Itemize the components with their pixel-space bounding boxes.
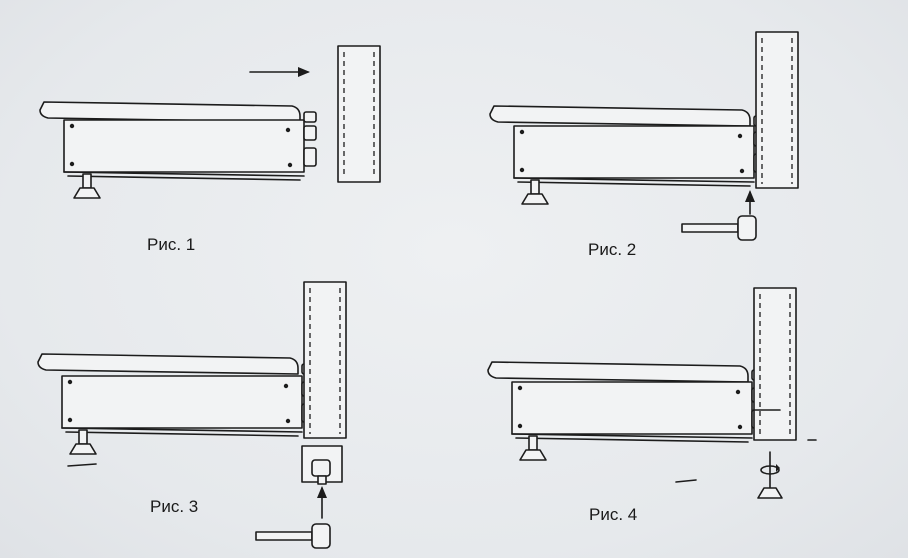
- heater-unit: [489, 105, 767, 187]
- heater-unit: [39, 101, 317, 181]
- wall-panel: [753, 287, 817, 441]
- figure-4: Рис. 4: [487, 287, 817, 524]
- move-arrow: [249, 67, 310, 77]
- figure-2: Рис. 2: [489, 31, 799, 259]
- bolt: [255, 486, 331, 549]
- adjustable-foot: [675, 451, 783, 499]
- figure-1: Рис. 1: [39, 45, 381, 254]
- caption-fig-3: Рис. 3: [150, 497, 198, 516]
- wall-panel: [755, 31, 799, 189]
- wall-panel: [303, 281, 347, 439]
- caption-fig-1: Рис. 1: [147, 235, 195, 254]
- figure-3: Рис. 3: [37, 281, 347, 549]
- support-foot: [519, 435, 547, 461]
- heater-unit: [37, 353, 315, 437]
- bracket: [301, 445, 343, 485]
- caption-fig-4: Рис. 4: [589, 505, 637, 524]
- support-foot: [67, 429, 97, 467]
- bolt: [681, 190, 757, 241]
- support-foot: [521, 179, 549, 205]
- caption-fig-2: Рис. 2: [588, 240, 636, 259]
- wall-panel: [337, 45, 381, 183]
- heater-unit: [487, 361, 765, 443]
- support-foot: [73, 173, 101, 199]
